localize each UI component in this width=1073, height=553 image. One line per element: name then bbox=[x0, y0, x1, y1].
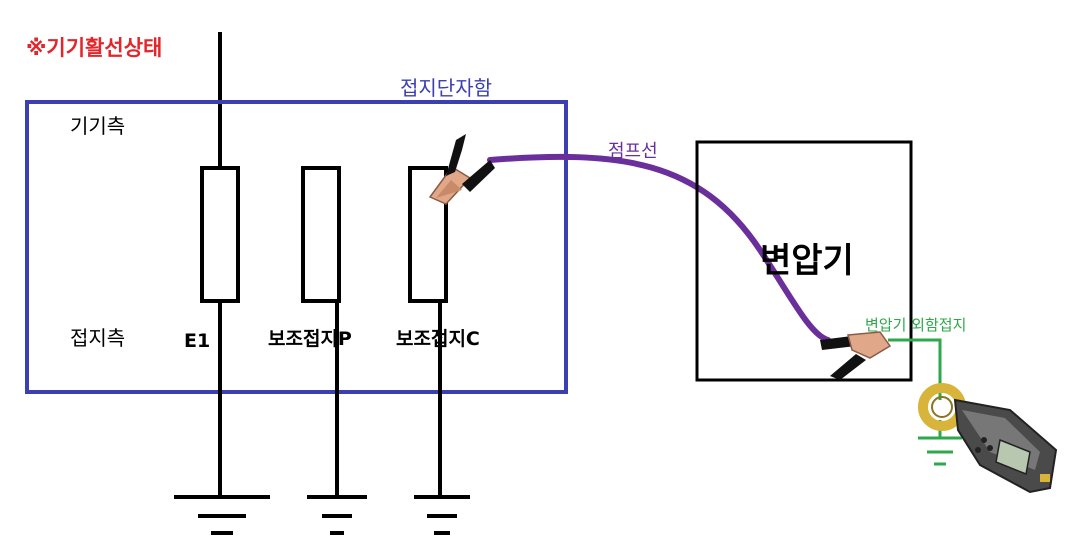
ground-symbol-aux-c bbox=[414, 495, 470, 535]
transformer-ground-symbol bbox=[918, 436, 962, 466]
e1-label: E1 bbox=[184, 330, 210, 352]
jumper-label: 점프선 bbox=[608, 141, 658, 162]
jumper-wire bbox=[487, 153, 831, 343]
aux-c-label: 보조접지C bbox=[396, 328, 480, 350]
ground-symbol-aux-p bbox=[307, 495, 367, 535]
terminal-box-label: 접지단자함 bbox=[400, 76, 492, 100]
resistor-aux-p bbox=[301, 166, 341, 303]
resistor-e1 bbox=[200, 166, 240, 303]
transformer-box bbox=[695, 140, 913, 382]
terminal-box bbox=[25, 100, 568, 394]
equipment-side-label: 기기측 bbox=[70, 114, 125, 138]
alligator-clip-transformer-icon bbox=[820, 331, 892, 380]
ground-symbol-e1 bbox=[174, 495, 270, 535]
transformer-ground-wire bbox=[888, 338, 942, 400]
ground-side-label: 접지측 bbox=[70, 326, 125, 350]
diagram-title: ※기기활선상태 bbox=[26, 36, 162, 60]
alligator-clip-c-icon bbox=[428, 134, 495, 205]
transformer-label: 변압기 bbox=[760, 241, 854, 281]
aux-p-label: 보조접지P bbox=[268, 328, 352, 350]
transformer-ground-label: 변압기 외함접지 bbox=[865, 316, 966, 334]
clamp-earth-tester-icon bbox=[918, 383, 1058, 494]
